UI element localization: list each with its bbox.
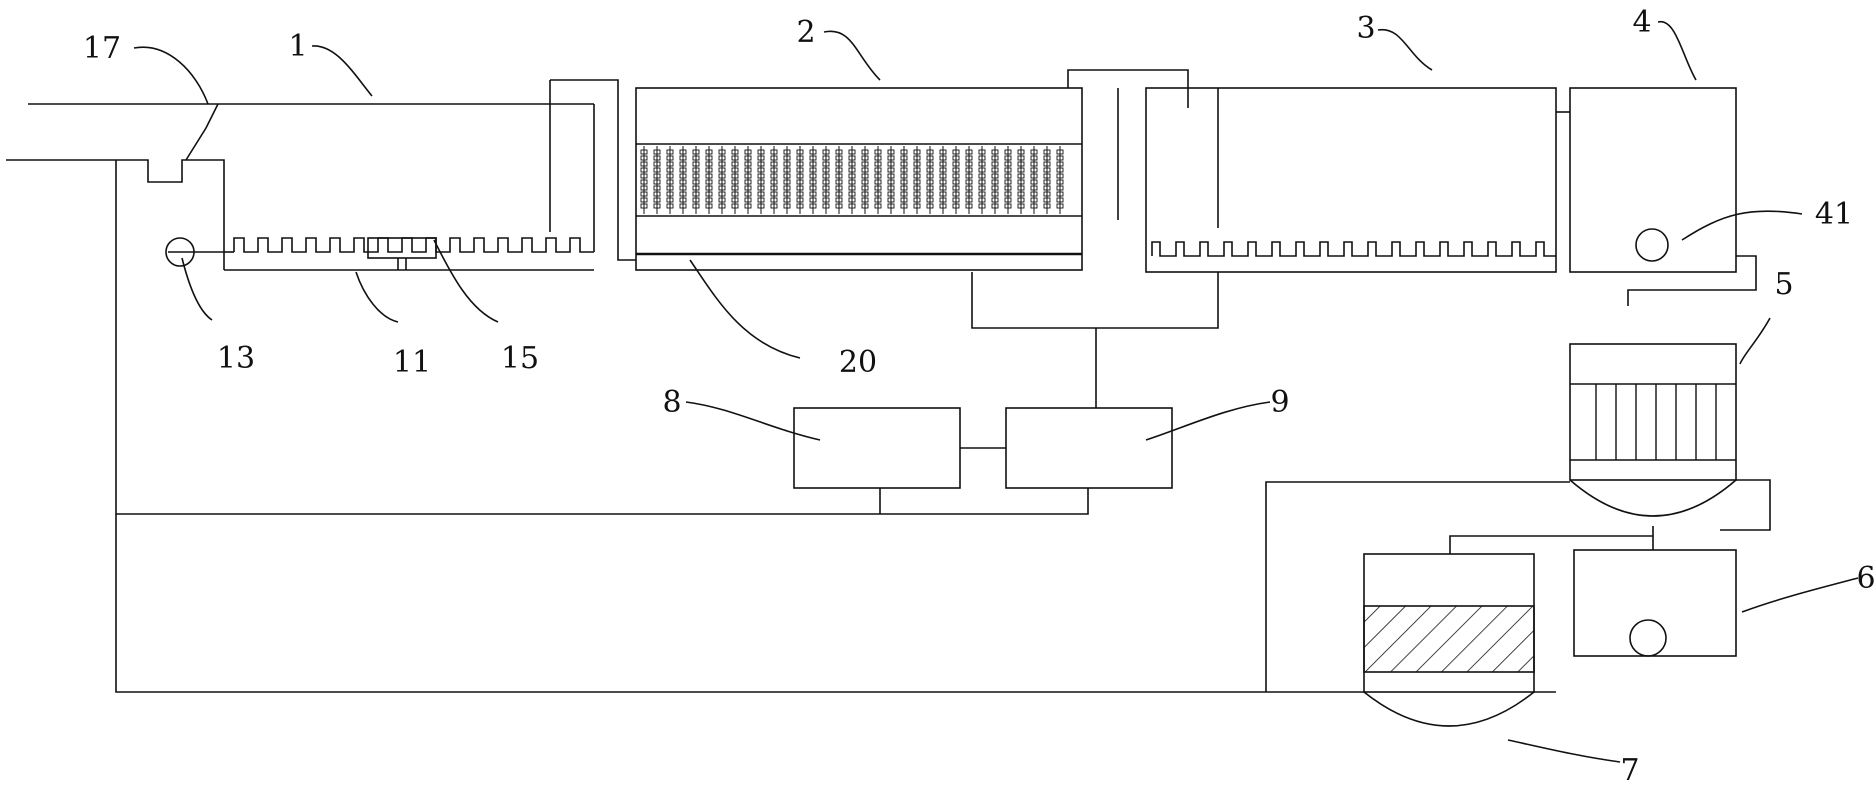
- membrane-column: [692, 146, 700, 214]
- reference-numerals: 17 1 13 11 15 20 2 3 4 41 5 8 9 6 7: [83, 5, 1876, 788]
- membrane-column: [991, 146, 999, 214]
- membrane-column: [1004, 146, 1012, 214]
- membrane-column: [731, 146, 739, 214]
- membrane-column: [679, 146, 687, 214]
- membrane-column: [965, 146, 973, 214]
- membrane-column: [653, 146, 661, 214]
- unit-5: [1569, 343, 1771, 550]
- label-6: 6: [1856, 561, 1875, 596]
- membrane-column: [926, 146, 934, 214]
- membrane-column: [952, 146, 960, 214]
- label-7: 7: [1620, 753, 1639, 788]
- tank-4: [1569, 87, 1757, 306]
- membrane-column: [913, 146, 921, 214]
- membrane-column: [848, 146, 856, 214]
- pump-41: [1635, 228, 1669, 262]
- membrane-column: [1043, 146, 1051, 214]
- membrane-column: [783, 146, 791, 214]
- unit-9: [1005, 407, 1173, 489]
- membrane-column: [861, 146, 869, 214]
- label-1: 1: [288, 29, 307, 64]
- membrane-column: [809, 146, 817, 214]
- inlet-channel: [6, 103, 595, 270]
- label-41: 41: [1815, 197, 1853, 232]
- membrane-modules: [640, 146, 1064, 214]
- unit-6: [1573, 549, 1737, 657]
- aeration-pipe-3: [1151, 241, 1556, 257]
- membrane-column: [939, 146, 947, 214]
- label-5: 5: [1774, 267, 1793, 302]
- membrane-column: [822, 146, 830, 214]
- filter-media: [1363, 605, 1535, 673]
- membrane-column: [874, 146, 882, 214]
- label-20: 20: [839, 345, 877, 380]
- membrane-column: [796, 146, 804, 214]
- unit-8: [793, 407, 961, 489]
- label-8: 8: [662, 385, 681, 420]
- inlet-hopper: [185, 103, 219, 161]
- leader-lines: [133, 21, 1859, 763]
- membrane-column: [640, 146, 648, 214]
- label-3: 3: [1356, 11, 1375, 46]
- tank-3: [1145, 87, 1557, 273]
- membrane-column: [770, 146, 778, 214]
- tank-2: [635, 69, 1189, 271]
- label-2: 2: [796, 15, 815, 50]
- unit-7: [1363, 535, 1653, 727]
- label-4: 4: [1632, 5, 1651, 40]
- membrane-column: [666, 146, 674, 214]
- membrane-column: [1056, 146, 1064, 214]
- blower-13: [165, 237, 195, 267]
- membrane-column: [744, 146, 752, 214]
- membrane-column: [978, 146, 986, 214]
- label-11: 11: [393, 345, 431, 380]
- membrane-column: [887, 146, 895, 214]
- membrane-column: [718, 146, 726, 214]
- label-15: 15: [501, 341, 539, 376]
- return-piping: [115, 160, 1570, 693]
- pump-6: [1629, 619, 1667, 657]
- label-13: 13: [217, 341, 255, 376]
- aeration-pipe-11: [233, 237, 594, 253]
- label-9: 9: [1270, 385, 1289, 420]
- membrane-column: [705, 146, 713, 214]
- mixer-15: [367, 237, 437, 259]
- membrane-column: [757, 146, 765, 214]
- tank-1: [165, 79, 636, 271]
- label-17: 17: [83, 31, 121, 66]
- membrane-column: [1030, 146, 1038, 214]
- membrane-column: [900, 146, 908, 214]
- membrane-column: [835, 146, 843, 214]
- membrane-column: [1017, 146, 1025, 214]
